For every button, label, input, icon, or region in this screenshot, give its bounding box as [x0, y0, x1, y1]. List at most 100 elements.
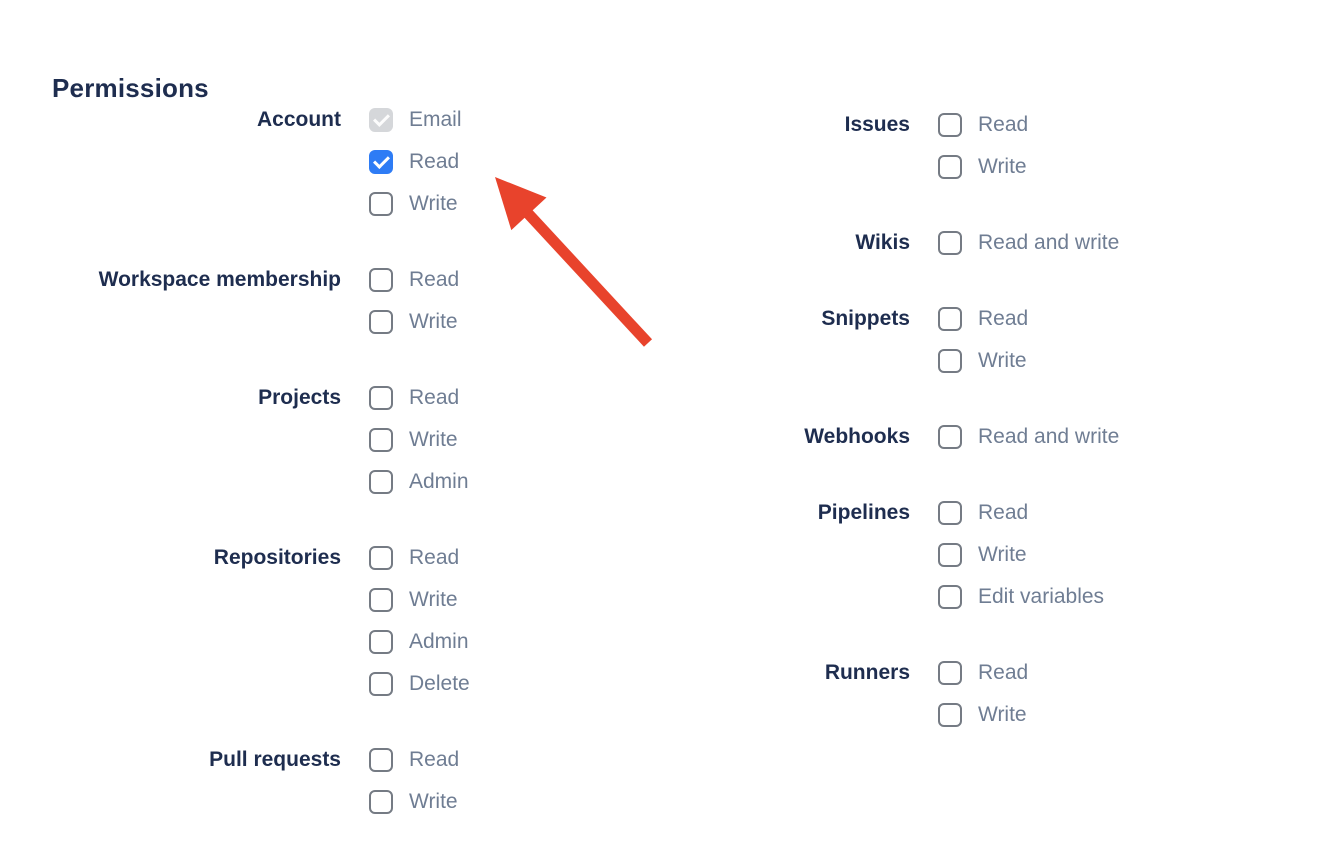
option-row-wikis-read-and-write[interactable]: Read and write — [938, 222, 1119, 264]
option-row-pull-requests-read[interactable]: Read — [369, 739, 459, 781]
checkbox-account-read[interactable] — [369, 150, 393, 174]
checkbox-pipelines-read[interactable] — [938, 501, 962, 525]
checkbox-issues-read[interactable] — [938, 113, 962, 137]
checkbox-label-pipelines-write: Write — [978, 543, 1027, 566]
checkbox-pull-requests-write[interactable] — [369, 790, 393, 814]
option-row-projects-write[interactable]: Write — [369, 419, 469, 461]
checkbox-account-write[interactable] — [369, 192, 393, 216]
checkbox-repositories-admin[interactable] — [369, 630, 393, 654]
group-label-account: Account — [257, 108, 341, 131]
option-row-repositories-read[interactable]: Read — [369, 537, 470, 579]
checkbox-label-pipelines-edit-variables: Edit variables — [978, 585, 1105, 608]
checkbox-snippets-read[interactable] — [938, 307, 962, 331]
checkbox-label-pipelines-read: Read — [978, 501, 1029, 524]
checkbox-repositories-read[interactable] — [369, 546, 393, 570]
checkbox-label-repositories-delete: Delete — [409, 672, 470, 695]
group-label-issues: Issues — [844, 113, 910, 136]
option-row-webhooks-read-and-write[interactable]: Read and write — [938, 416, 1119, 458]
option-row-repositories-delete[interactable]: Delete — [369, 663, 470, 705]
annotation-arrow-head — [495, 177, 547, 231]
checkbox-runners-write[interactable] — [938, 703, 962, 727]
option-row-pull-requests-write[interactable]: Write — [369, 781, 459, 823]
checkbox-label-snippets-read: Read — [978, 307, 1029, 330]
checkbox-workspace-membership-read[interactable] — [369, 268, 393, 292]
checkbox-pull-requests-read[interactable] — [369, 748, 393, 772]
checkbox-pipelines-edit-variables[interactable] — [938, 585, 962, 609]
option-row-runners-write[interactable]: Write — [938, 694, 1028, 736]
checkbox-account-email — [369, 108, 393, 132]
group-label-webhooks: Webhooks — [804, 425, 910, 448]
option-row-account-email: Email — [369, 99, 462, 141]
option-row-projects-read[interactable]: Read — [369, 377, 469, 419]
checkbox-projects-read[interactable] — [369, 386, 393, 410]
option-row-account-write[interactable]: Write — [369, 183, 462, 225]
checkbox-label-pull-requests-read: Read — [409, 748, 460, 771]
checkbox-label-runners-write: Write — [978, 703, 1027, 726]
option-row-repositories-admin[interactable]: Admin — [369, 621, 470, 663]
group-label-snippets: Snippets — [821, 307, 910, 330]
checkbox-issues-write[interactable] — [938, 155, 962, 179]
checkbox-wikis-read-and-write[interactable] — [938, 231, 962, 255]
option-row-runners-read[interactable]: Read — [938, 652, 1028, 694]
checkbox-label-repositories-write: Write — [409, 588, 458, 611]
checkbox-label-issues-write: Write — [978, 155, 1027, 178]
option-row-projects-admin[interactable]: Admin — [369, 461, 469, 503]
checkbox-label-snippets-write: Write — [978, 349, 1027, 372]
permission-group-webhooks: Webhooks Read and write — [770, 416, 1119, 458]
option-row-workspace-membership-read[interactable]: Read — [369, 259, 459, 301]
checkbox-label-projects-write: Write — [409, 428, 458, 451]
option-row-pipelines-write[interactable]: Write — [938, 534, 1104, 576]
option-row-pipelines-read[interactable]: Read — [938, 492, 1104, 534]
group-label-runners: Runners — [824, 661, 910, 684]
group-label-repositories: Repositories — [213, 546, 341, 569]
checkbox-workspace-membership-write[interactable] — [369, 310, 393, 334]
annotation-arrow-shaft — [518, 204, 653, 347]
checkbox-projects-admin[interactable] — [369, 470, 393, 494]
option-row-snippets-write[interactable]: Write — [938, 340, 1028, 382]
page-title: Permissions — [52, 72, 209, 103]
option-row-account-read[interactable]: Read — [369, 141, 462, 183]
checkbox-label-issues-read: Read — [978, 113, 1029, 136]
checkbox-webhooks-read-and-write[interactable] — [938, 425, 962, 449]
option-row-issues-read[interactable]: Read — [938, 104, 1028, 146]
checkbox-label-workspace-membership-read: Read — [409, 268, 460, 291]
group-label-workspace-membership: Workspace membership — [98, 268, 341, 291]
group-label-projects: Projects — [258, 386, 341, 409]
checkbox-label-repositories-read: Read — [409, 546, 460, 569]
option-row-pipelines-edit-variables[interactable]: Edit variables — [938, 576, 1104, 618]
group-label-pull-requests: Pull requests — [209, 748, 341, 771]
checkbox-pipelines-write[interactable] — [938, 543, 962, 567]
checkbox-snippets-write[interactable] — [938, 349, 962, 373]
checkbox-runners-read[interactable] — [938, 661, 962, 685]
option-row-workspace-membership-write[interactable]: Write — [369, 301, 459, 343]
checkbox-repositories-delete[interactable] — [369, 672, 393, 696]
checkbox-repositories-write[interactable] — [369, 588, 393, 612]
option-row-repositories-write[interactable]: Write — [369, 579, 470, 621]
option-row-snippets-read[interactable]: Read — [938, 298, 1028, 340]
checkbox-projects-write[interactable] — [369, 428, 393, 452]
checkbox-label-pull-requests-write: Write — [409, 790, 458, 813]
option-row-issues-write[interactable]: Write — [938, 146, 1028, 188]
group-options: Read and write — [938, 222, 1119, 264]
checkbox-label-account-email: Email — [409, 108, 462, 131]
